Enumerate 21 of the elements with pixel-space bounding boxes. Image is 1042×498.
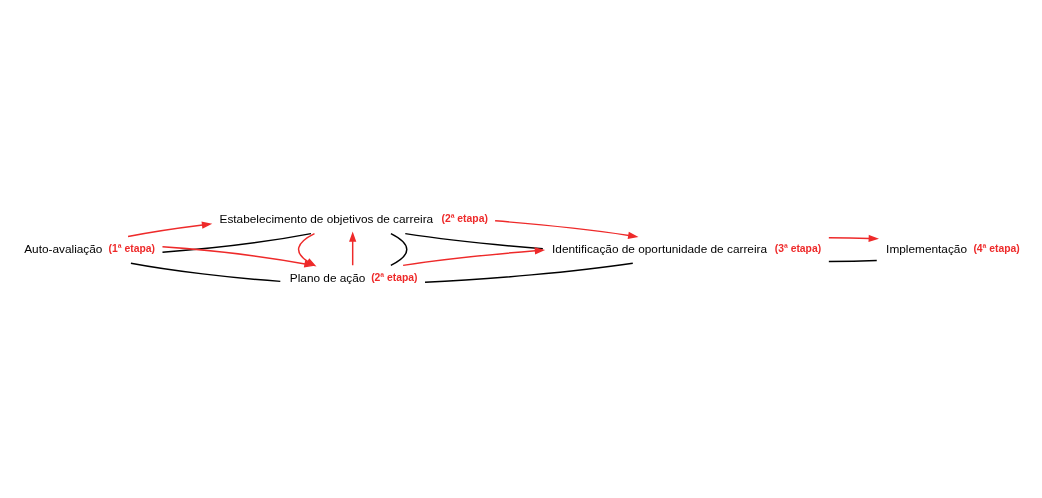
node-text: Estabelecimento de objetivos de carreira (219, 211, 434, 226)
connector (161, 232, 312, 253)
node-text: Auto-avaliação (24, 241, 103, 256)
arrow (828, 234, 879, 242)
arrow (127, 220, 213, 237)
node-label: (4ª etapa) (973, 242, 1020, 254)
node-label: (2ª etapa) (371, 271, 418, 283)
connector (828, 259, 878, 262)
connector (390, 232, 408, 266)
node-text: Implementação (886, 241, 967, 256)
node-label: (1ª etapa) (108, 242, 155, 254)
connector (424, 261, 634, 283)
arrow (402, 246, 546, 266)
connector (130, 262, 282, 282)
node-label: (2ª etapa) (441, 212, 488, 224)
node-text: Identificação de oportunidade de carreira (552, 241, 768, 256)
node-label: (3ª etapa) (774, 242, 822, 254)
node-text: Plano de ação (289, 270, 366, 285)
connector (404, 232, 544, 249)
arrow (494, 219, 639, 239)
arrow (349, 230, 357, 266)
